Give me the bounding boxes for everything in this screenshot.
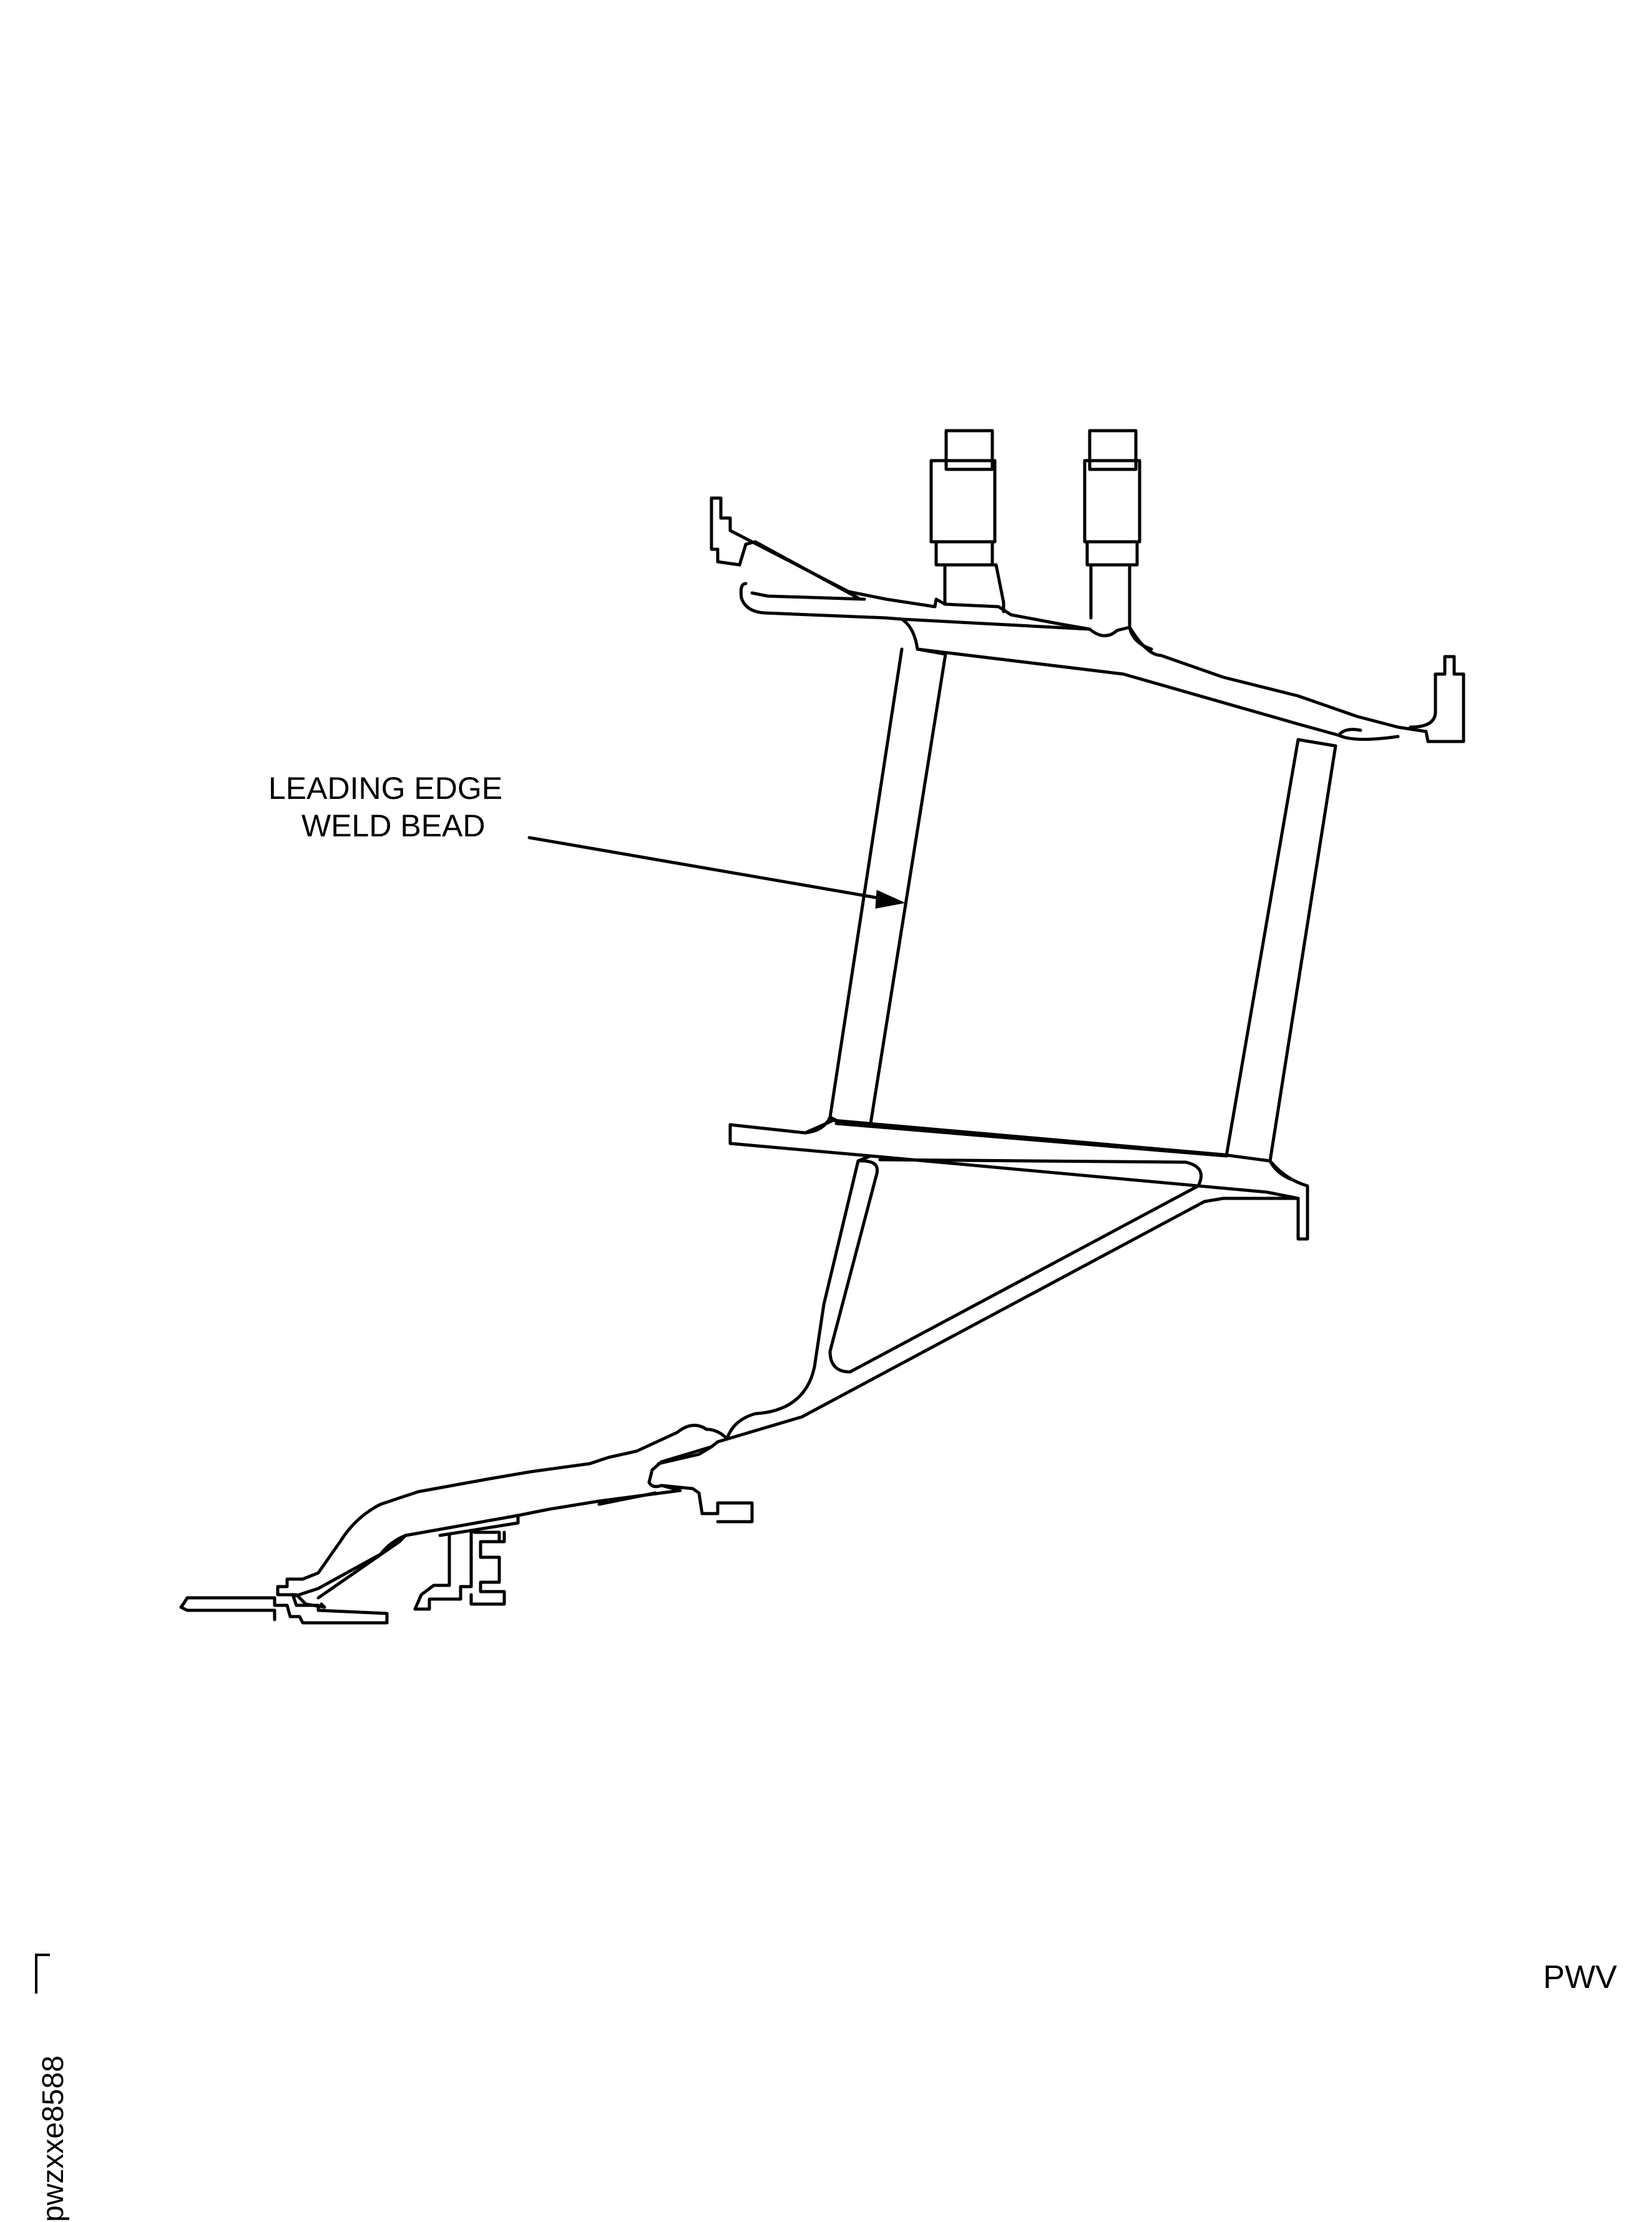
vane-airfoil: [803, 647, 1337, 1182]
cross-section-drawing: LEADING EDGE WELD BEAD: [179, 429, 1465, 1625]
upper-lug-left: [929, 429, 1005, 614]
inner-platform: [728, 1118, 1309, 1241]
figure-id: pwzxxe8588: [37, 2055, 70, 2222]
outer-shroud: [710, 496, 1465, 743]
upper-lug-right: [1083, 429, 1153, 651]
arrowhead-icon: [875, 889, 906, 909]
callout-line-1: LEADING EDGE: [268, 771, 502, 806]
callout-leader-arrow: [527, 836, 906, 909]
figure-id-bracket: [35, 1954, 50, 1994]
inner-support-structure: [716, 1154, 1225, 1444]
corner-code: PWV: [1543, 1959, 1617, 1995]
callout-line-2: WELD BEAD: [301, 808, 486, 843]
inner-seal-assembly: [179, 1424, 754, 1625]
